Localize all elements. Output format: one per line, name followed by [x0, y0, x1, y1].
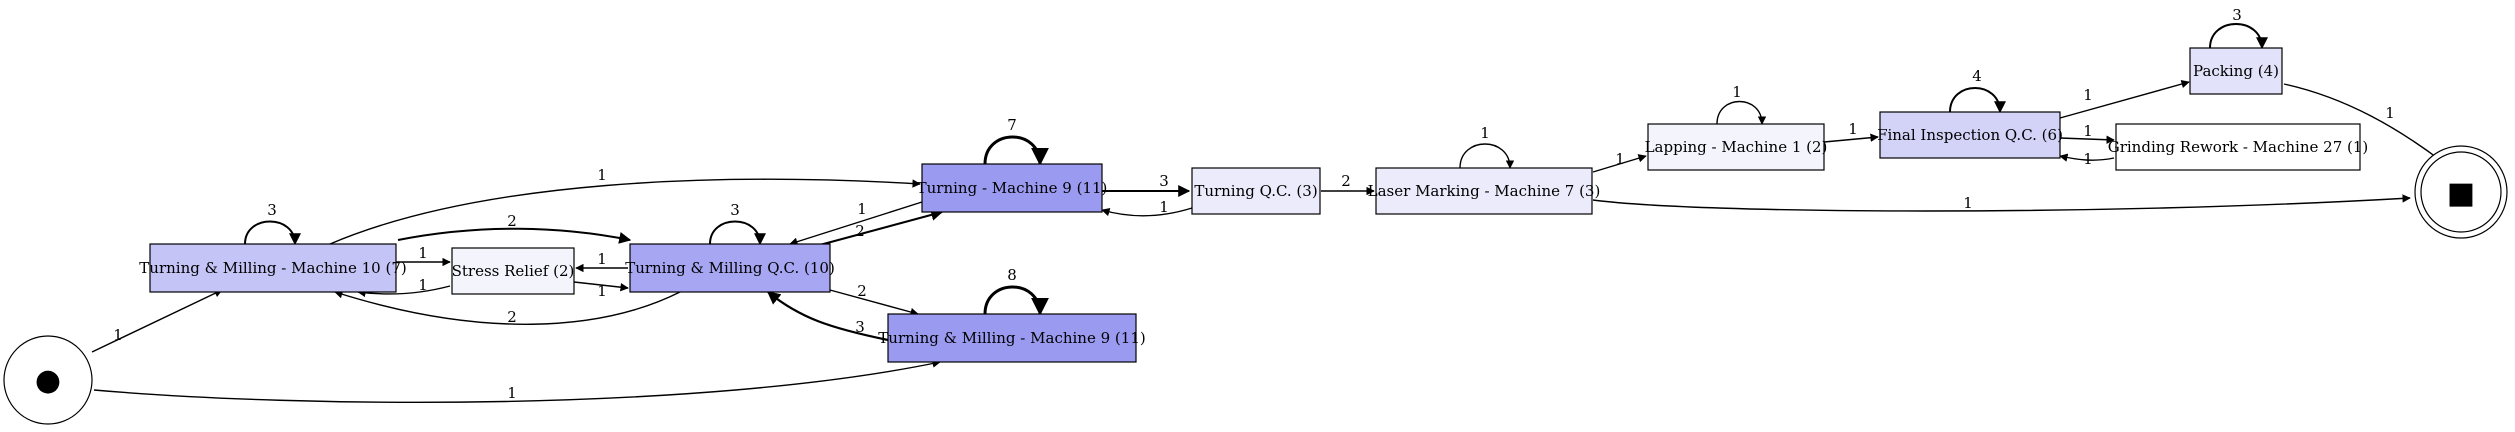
- edge-lap-loop: [1716, 100, 1767, 125]
- edge-label-tmqc-tm9: 2: [857, 282, 867, 300]
- edge-label-tmqc-turn9: 2: [855, 222, 865, 240]
- edge-label-tm9-tmqc: 3: [855, 318, 865, 336]
- edge-label-turn9-loop: 7: [1007, 116, 1017, 134]
- edge-label-turnqc-turn9: 1: [1159, 198, 1169, 216]
- edge-final-loop: [1949, 87, 2006, 114]
- node-turning-milling-machine-9[interactable]: Turning & Milling - Machine 9 (11): [878, 313, 1146, 363]
- node-label: Turning & Milling - Machine 10 (7): [139, 259, 406, 277]
- edge-label-tmqc-loop: 3: [730, 201, 740, 219]
- edge-label-turn9-turnqc: 3: [1159, 172, 1169, 190]
- edge-label-stress-tm10: 1: [418, 276, 428, 294]
- edge-label-tm9-loop: 8: [1007, 266, 1017, 284]
- node-box: [887, 313, 1137, 363]
- edge-label-final-pack: 1: [2083, 86, 2093, 104]
- edge-label-tmqc-stress: 1: [597, 250, 607, 268]
- edge-label-pack-end: 1: [2385, 104, 2395, 122]
- edge-tm9-tmqc: [766, 291, 889, 342]
- edge-label-start-tm9: 1: [507, 384, 517, 402]
- node-box: [2115, 123, 2361, 171]
- edge-label-laser-loop: 1: [1480, 124, 1490, 142]
- edge-final-grind: [2059, 135, 2115, 144]
- edge-stress-tm10: [357, 285, 451, 298]
- edge-label-grind-final: 1: [2083, 150, 2093, 168]
- edge-laser-lap: [1592, 154, 1647, 173]
- edge-tm10-loop: [244, 220, 301, 246]
- edge-pack-end: [2283, 83, 2441, 161]
- edge-label-pack-loop: 3: [2232, 6, 2242, 24]
- node-turning-qc[interactable]: Turning Q.C. (3): [1191, 167, 1321, 215]
- node-packing[interactable]: Packing (4): [2189, 47, 2283, 95]
- edge-label-turn9-tmqc: 1: [857, 200, 867, 218]
- edge-tmqc-tm9: [829, 289, 919, 317]
- edge-label-tm10-tmqc: 2: [507, 212, 517, 230]
- node-label: Turning & Milling Q.C. (10): [625, 259, 835, 277]
- node-box: [451, 247, 575, 295]
- node-box: [1191, 167, 1321, 215]
- edge-label-stress-tmqc: 1: [597, 282, 607, 300]
- end-node[interactable]: ■: [2414, 145, 2508, 239]
- edge-tm9-loop: [983, 285, 1049, 316]
- edge-turn9-tmqc: [789, 201, 923, 246]
- node-label: Grinding Rework - Machine 27 (1): [2108, 138, 2369, 156]
- node-turning-milling-machine-10[interactable]: Turning & Milling - Machine 10 (7): [139, 243, 407, 293]
- edge-pack-loop: [2209, 23, 2268, 50]
- node-stress-relief[interactable]: Stress Relief (2): [451, 247, 575, 295]
- node-label: Turning & Milling - Machine 9 (11): [878, 329, 1145, 347]
- edge-tmqc-loop: [709, 220, 766, 246]
- start-node[interactable]: ●: [3, 335, 93, 425]
- edge-tmqc-turn9: [815, 209, 944, 247]
- node-box: [921, 163, 1103, 213]
- edge-label-tmqc-tm10: 2: [507, 308, 517, 326]
- edge-label-tm10-stress: 1: [418, 244, 428, 262]
- edge-turnqc-turn9: [1101, 207, 1193, 217]
- node-box: [1375, 167, 1593, 215]
- edge-final-pack: [2059, 79, 2190, 119]
- edge-label-tm10-turn9: 1: [597, 166, 607, 184]
- node-label: Packing (4): [2193, 62, 2279, 80]
- node-turning-milling-qc[interactable]: Turning & Milling Q.C. (10): [625, 243, 835, 293]
- node-label: Lapping - Machine 1 (2): [1645, 138, 1828, 156]
- edge-label-lap-loop: 1: [1732, 83, 1742, 101]
- node-final-inspection-qc[interactable]: Final Inspection Q.C. (6): [1877, 111, 2063, 159]
- edge-tmqc-tm10: [334, 290, 681, 325]
- node-label: Turning Q.C. (3): [1194, 182, 1317, 200]
- edge-label-tm10-loop: 3: [267, 201, 277, 219]
- edge-label-laser-lap: 1: [1615, 150, 1625, 168]
- edge-label-start-tm10: 1: [113, 326, 123, 344]
- edge-label-final-grind: 1: [2083, 122, 2093, 140]
- edge-label-turnqc-laser: 2: [1341, 172, 1351, 190]
- edge-stress-tmqc: [573, 281, 629, 292]
- edge-start-tm9: [93, 359, 941, 404]
- edge-laser-end: [1592, 194, 2411, 212]
- edge-start-tm10: [91, 289, 223, 353]
- node-box: [629, 243, 831, 293]
- edge-turn9-loop: [983, 135, 1049, 166]
- node-box: [2189, 47, 2283, 95]
- node-label: Turning - Machine 9 (11): [917, 179, 1108, 197]
- end-icon: ■: [2447, 176, 2475, 211]
- edge-grind-final: [2059, 153, 2115, 162]
- edge-label-final-loop: 4: [1972, 67, 1982, 85]
- edge-tm10-tmqc: [397, 227, 632, 244]
- edge-tm10-turn9: [329, 178, 921, 245]
- edge-label-lap-final: 1: [1848, 120, 1858, 138]
- edge-laser-loop: [1459, 143, 1515, 169]
- node-turning-machine-9[interactable]: Turning - Machine 9 (11): [917, 163, 1108, 213]
- start-icon: ●: [35, 363, 61, 398]
- edge-label-laser-end: 1: [1963, 194, 1973, 212]
- node-lapping-machine-1[interactable]: Lapping - Machine 1 (2): [1645, 123, 1828, 171]
- node-label: Laser Marking - Machine 7 (3): [1368, 182, 1601, 200]
- node-box: [1647, 123, 1825, 171]
- node-label: Final Inspection Q.C. (6): [1877, 126, 2063, 144]
- node-box: [1879, 111, 2061, 159]
- node-laser-marking-machine-7[interactable]: Laser Marking - Machine 7 (3): [1368, 167, 1601, 215]
- node-label: Stress Relief (2): [452, 262, 575, 280]
- edge-lap-final: [1823, 133, 1879, 143]
- node-grinding-rework-machine-27[interactable]: Grinding Rework - Machine 27 (1): [2108, 123, 2369, 171]
- node-box: [149, 243, 397, 293]
